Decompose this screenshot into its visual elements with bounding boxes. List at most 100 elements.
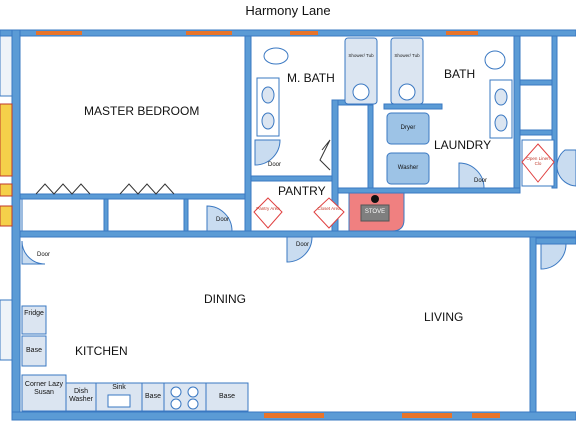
porch-box — [0, 299, 13, 361]
room-master-bedroom: MASTER BEDROOM — [84, 104, 200, 118]
label-closet-area: Closet Area — [317, 206, 341, 211]
wall-linen-east — [551, 35, 558, 189]
stove — [360, 204, 390, 222]
linen-closet — [521, 139, 555, 187]
label-base: Base — [26, 347, 42, 354]
sink-basin — [107, 394, 131, 408]
sink-basin — [261, 86, 275, 104]
window — [402, 413, 452, 418]
label-door-bedroom: Door — [216, 217, 230, 223]
label-corner-lazy-susan: Corner Lazy Susan — [24, 381, 64, 396]
wall-stub — [0, 29, 13, 37]
label-shower-tub: Shower/ Tub — [348, 53, 374, 58]
label-door-entry: Door — [37, 252, 51, 258]
burner — [187, 398, 199, 410]
door-living — [540, 243, 567, 270]
toilet — [263, 47, 289, 65]
wall-laundry-bottom — [337, 187, 521, 194]
label-door-master-bath: Door — [268, 162, 282, 168]
label-open-linen-closet: Open Linen Clo — [526, 156, 550, 166]
cooktop — [163, 382, 207, 412]
pantry-areas — [253, 197, 345, 229]
window — [186, 31, 232, 35]
bath-fixtures — [390, 37, 513, 139]
label-fridge: Fridge — [24, 310, 44, 317]
room-kitchen: KITCHEN — [75, 344, 128, 358]
kitchen-cabinets — [21, 305, 249, 412]
dish-washer — [65, 382, 97, 412]
wall-bath-east — [513, 35, 521, 189]
wall-pantry-top — [250, 175, 334, 182]
bedroom-closets — [21, 183, 185, 232]
room-dining: DINING — [204, 292, 246, 306]
street-name: Harmony Lane — [245, 3, 331, 18]
label-base: Base — [219, 393, 235, 400]
label-pantry-area: Pantry Area — [256, 206, 280, 211]
wall-linen-shelf — [519, 79, 553, 86]
room-bath: BATH — [444, 67, 476, 81]
label-door-pantry: Door — [296, 242, 310, 248]
wall-closet-divider — [103, 198, 109, 232]
bifold-door — [119, 183, 175, 195]
base-cabinet — [21, 335, 47, 367]
wall-living-east-top — [535, 237, 576, 245]
master-bath-fixtures — [256, 37, 378, 171]
label-base: Base — [145, 393, 161, 400]
left-wall — [11, 29, 21, 421]
bifold-door — [319, 139, 331, 171]
porch-sign — [0, 103, 13, 177]
sink-basin — [261, 112, 275, 130]
windows — [36, 31, 500, 418]
label-sink: Sink — [112, 384, 126, 391]
label-shower-tub: Shower/ Tub — [394, 53, 420, 58]
wall-closet-top — [19, 193, 246, 200]
label-washer: Washer — [397, 165, 419, 171]
toilet — [484, 50, 506, 70]
sink-basin — [494, 88, 508, 106]
burner — [170, 386, 182, 398]
sink-basin — [494, 114, 508, 132]
door-linen — [556, 149, 576, 187]
wall-bath-bottom — [383, 103, 443, 110]
door-bedroom — [206, 205, 233, 232]
wall-laundry-west — [367, 104, 374, 189]
closet-diamond — [313, 197, 345, 229]
window — [36, 31, 82, 35]
wall-main-horizontal — [19, 230, 576, 238]
window — [290, 31, 318, 35]
room-master-bath: M. BATH — [287, 71, 335, 85]
laundry-appliances — [386, 112, 430, 185]
porch-sign — [0, 183, 13, 197]
closet — [21, 198, 105, 232]
wall-bath-divider — [331, 99, 339, 232]
fridge — [21, 305, 47, 335]
door-pantry — [286, 236, 313, 263]
porch-box — [0, 35, 13, 97]
door-master-bath — [254, 139, 281, 166]
room-laundry: LAUNDRY — [434, 138, 492, 152]
bifold-door — [35, 183, 91, 195]
tub-drain — [398, 83, 416, 101]
window — [446, 31, 478, 35]
dryer — [386, 112, 430, 145]
wall-linen-shelf — [519, 129, 553, 136]
room-pantry: PANTRY — [278, 184, 326, 198]
wall-closet-divider — [183, 198, 189, 232]
porch-sign — [0, 205, 13, 227]
shower-tub — [344, 37, 378, 105]
base-cabinet — [205, 382, 249, 412]
tub-drain — [352, 83, 370, 101]
closet — [107, 198, 185, 232]
wall-living-east — [529, 236, 537, 413]
burner — [187, 386, 199, 398]
room-living: LIVING — [424, 310, 464, 324]
corner-lazy-susan — [21, 374, 67, 412]
left-porch — [0, 35, 13, 361]
linen-diamond — [521, 143, 555, 183]
label-door-bath: Door — [474, 178, 488, 184]
window — [472, 413, 500, 418]
window — [264, 413, 324, 418]
label-dryer: Dryer — [400, 125, 416, 131]
burner — [170, 398, 182, 410]
washer — [386, 152, 430, 185]
